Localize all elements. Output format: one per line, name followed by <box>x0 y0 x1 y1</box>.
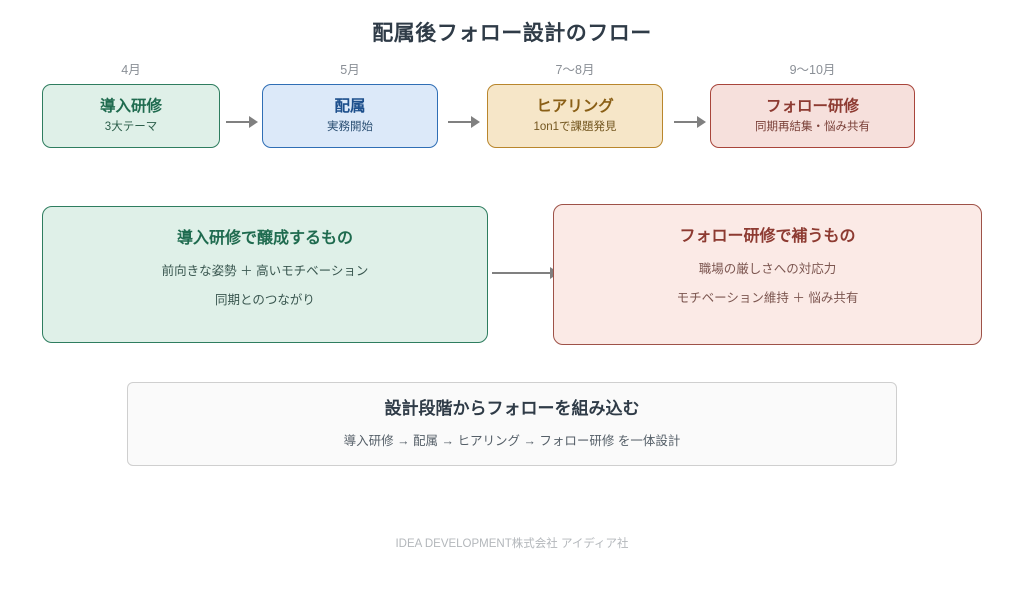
stage-1-box[interactable]: 導入研修 3大テーマ <box>42 84 220 148</box>
stage-1-title: 導入研修 <box>99 97 162 115</box>
stage-1-subtitle: 3大テーマ <box>104 121 158 134</box>
footer-credit: IDEA DEVELOPMENT株式会社 アイディア社 <box>395 538 629 550</box>
page-title: 配属後フォロー設計のフロー <box>372 22 652 45</box>
stage-2-subtitle: 実務開始 <box>327 121 373 134</box>
stage-2-box[interactable]: 配属 実務開始 <box>262 84 438 148</box>
stage-3-subtitle: 1on1で課題発見 <box>533 121 617 134</box>
stage-2-month-label: 5月 <box>340 63 360 77</box>
stage-4-title: フォロー研修 <box>765 97 859 115</box>
arrow-shaft <box>674 121 698 123</box>
arrow-head-icon <box>697 116 706 128</box>
arrow-shaft <box>448 121 472 123</box>
arrow-shaft <box>492 272 552 274</box>
panel-nurtured-by-onboarding[interactable]: 導入研修で醸成するもの 前向きな姿勢 ＋ 高いモチベーション 同期とのつながり <box>42 206 488 343</box>
arrow-shaft <box>226 121 250 123</box>
flow-arrow-panels <box>492 267 562 279</box>
panel-supplemented-by-follow-up[interactable]: フォロー研修で補うもの 職場の厳しさへの対応力 モチベーション維持 ＋ 悩み共有 <box>553 204 982 345</box>
stage-4-subtitle: 同期再結集・悩み共有 <box>755 121 870 134</box>
stage-3-box[interactable]: ヒアリング 1on1で課題発見 <box>487 84 663 148</box>
stage-4-box[interactable]: フォロー研修 同期再結集・悩み共有 <box>710 84 915 148</box>
flow-arrow-2 <box>448 116 480 128</box>
stage-step-1: 4月 導入研修 3大テーマ <box>42 62 220 148</box>
left-panel-title: 導入研修で醸成するもの <box>176 230 353 247</box>
summary-subtitle: 導入研修 → 配属 → ヒアリング → フォロー研修 を一体設計 <box>343 434 681 449</box>
flow-arrow-1 <box>226 116 258 128</box>
stage-step-4: 9〜10月 フォロー研修 同期再結集・悩み共有 <box>710 62 915 148</box>
stage-4-month-label: 9〜10月 <box>789 63 836 77</box>
stage-3-title: ヒアリング <box>536 97 614 115</box>
flow-arrow-3 <box>674 116 706 128</box>
right-panel-title: フォロー研修で補うもの <box>679 228 856 245</box>
stage-step-2: 5月 配属 実務開始 <box>262 62 438 148</box>
stage-1-month-label: 4月 <box>121 63 141 77</box>
stage-step-3: 7〜8月 ヒアリング 1on1で課題発見 <box>487 62 663 148</box>
stage-3-month-label: 7〜8月 <box>555 63 595 77</box>
right-panel-line-1: 職場の厳しさへの対応力 <box>698 261 837 276</box>
right-panel-line-2: モチベーション維持 ＋ 悩み共有 <box>676 291 859 306</box>
arrow-head-icon <box>249 116 258 128</box>
summary-title: 設計段階からフォローを組み込む <box>384 399 640 419</box>
arrow-head-icon <box>471 116 480 128</box>
left-panel-line-1: 前向きな姿勢 ＋ 高いモチベーション <box>161 263 369 278</box>
stage-2-title: 配属 <box>334 97 366 115</box>
left-panel-line-2: 同期とのつながり <box>215 293 315 308</box>
summary-panel[interactable]: 設計段階からフォローを組み込む 導入研修 → 配属 → ヒアリング → フォロー… <box>127 382 897 466</box>
